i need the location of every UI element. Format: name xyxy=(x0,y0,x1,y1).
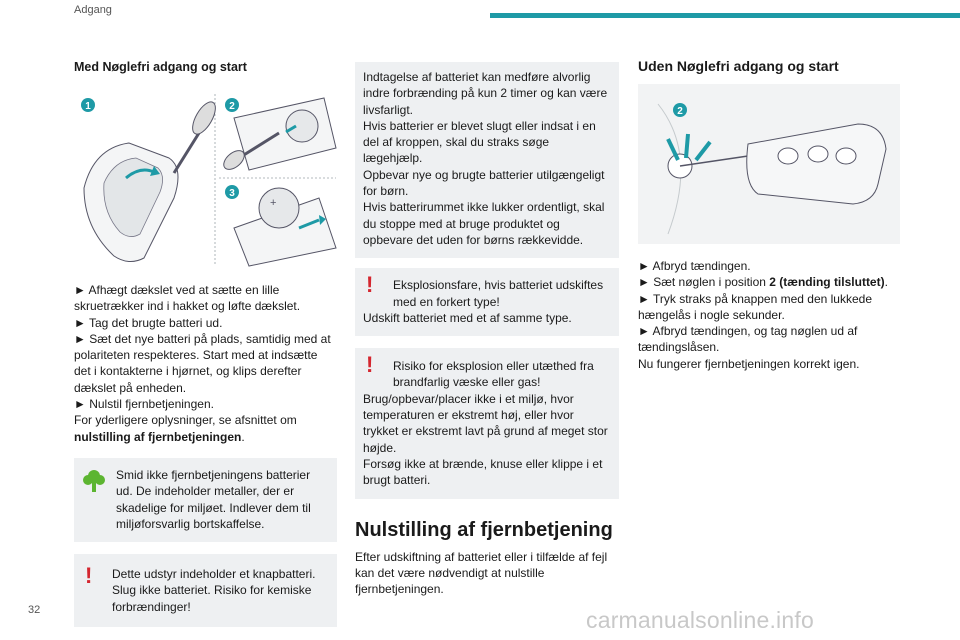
without-keyless-heading: Uden Nøglefri adgang og start xyxy=(638,58,839,74)
column-3: Uden Nøglefri adgang og start 2 ► Afbryd… xyxy=(638,58,900,372)
key-fob-panel-2 xyxy=(223,97,337,171)
reset-step-3: ► Tryk straks på knappen med den lukkede… xyxy=(638,291,872,322)
key-fob-icon xyxy=(746,123,887,205)
key-fob-panel-1 xyxy=(83,101,216,262)
page-number: 32 xyxy=(28,604,41,616)
warning-cont-1: Indtagelse af batteriet kan medføre alvo… xyxy=(363,70,608,117)
svg-text:2: 2 xyxy=(677,106,683,117)
tree-icon xyxy=(82,467,106,497)
header-section: Adgang xyxy=(74,4,112,16)
header-rule xyxy=(490,13,960,18)
step-1: ► Afhægt dækslet ved at sætte en lille s… xyxy=(74,283,301,314)
svg-text:1: 1 xyxy=(85,101,91,112)
column-1: Med Nøglefri adgang og start xyxy=(74,60,337,628)
warning-cont-2: Hvis batterier er blevet slugt eller ind… xyxy=(363,118,596,166)
step-badge-1-icon: 1 xyxy=(81,98,95,112)
reset-done: Nu fungerer fjernbetjeningen korrekt ige… xyxy=(638,356,860,371)
battery-illustration: + 1 2 3 xyxy=(81,94,337,267)
key-ignition-illustration: 2 xyxy=(657,103,887,235)
reset-step-4: ► Afbryd tændingen, og tag nøglen ud af … xyxy=(638,324,858,355)
exclamation-icon: ! xyxy=(366,272,374,298)
reset-steps: ► Afbryd tændingen. ► Sæt nøglen i posit… xyxy=(638,258,900,372)
exclamation-icon: ! xyxy=(366,352,374,378)
svg-text:2: 2 xyxy=(229,101,235,112)
key-reset-figure: 2 xyxy=(638,84,900,244)
step-badge-2-icon: 2 xyxy=(673,103,687,117)
key-fob-panel-3: + xyxy=(233,187,337,267)
warning-cont-4: Hvis batterirummet ikke lukker ordentlig… xyxy=(363,200,605,247)
warning-box-3: ! Risiko for eksplosion eller utæthed fr… xyxy=(355,348,619,499)
step-3: ► Sæt det nye batteri på plads, samtidig… xyxy=(74,331,331,395)
reset-remote-heading: Nulstilling af fjernbetjening xyxy=(355,518,613,541)
battery-replacement-figure: + 1 2 3 xyxy=(74,88,337,268)
more-info: For yderligere oplysninger, se afsnittet… xyxy=(74,413,297,444)
step-badge-3-icon: 3 xyxy=(225,185,239,199)
environment-note: Smid ikke fjernbetjeningens batterier ud… xyxy=(74,457,337,543)
svg-text:3: 3 xyxy=(229,188,235,199)
reset-step-1: ► Afbryd tændingen. xyxy=(638,259,751,273)
step-badge-2-icon: 2 xyxy=(225,98,239,112)
watermark: carmanualsonline.info xyxy=(586,607,814,633)
reset-remote-text: Efter udskiftning af batteriet eller i t… xyxy=(355,549,608,597)
reset-step-2: ► Sæt nøglen i position 2 (tænding tilsl… xyxy=(638,275,888,290)
warning-cont-3: Opbevar nye og brugte batterier utilgæng… xyxy=(363,167,605,199)
warning-box-2: ! Eksplosionsfare, hvis batteriet udskif… xyxy=(355,268,619,337)
exclamation-icon: ! xyxy=(85,563,93,589)
step-4: ► Nulstil fjernbetjeningen. xyxy=(74,397,214,412)
keyless-steps: ► Afhægt dækslet ved at sætte en lille s… xyxy=(74,282,337,445)
keyless-heading: Med Nøglefri adgang og start xyxy=(74,60,247,74)
warning-box-1: ! Dette udstyr indeholder et knapbatteri… xyxy=(74,554,337,628)
warning-box-1-continued: Indtagelse af batteriet kan medføre alvo… xyxy=(355,62,619,259)
step-2: ► Tag det brugte batteri ud. xyxy=(74,315,223,330)
column-2: Indtagelse af batteriet kan medføre alvo… xyxy=(355,62,619,597)
svg-text:+: + xyxy=(270,197,276,209)
